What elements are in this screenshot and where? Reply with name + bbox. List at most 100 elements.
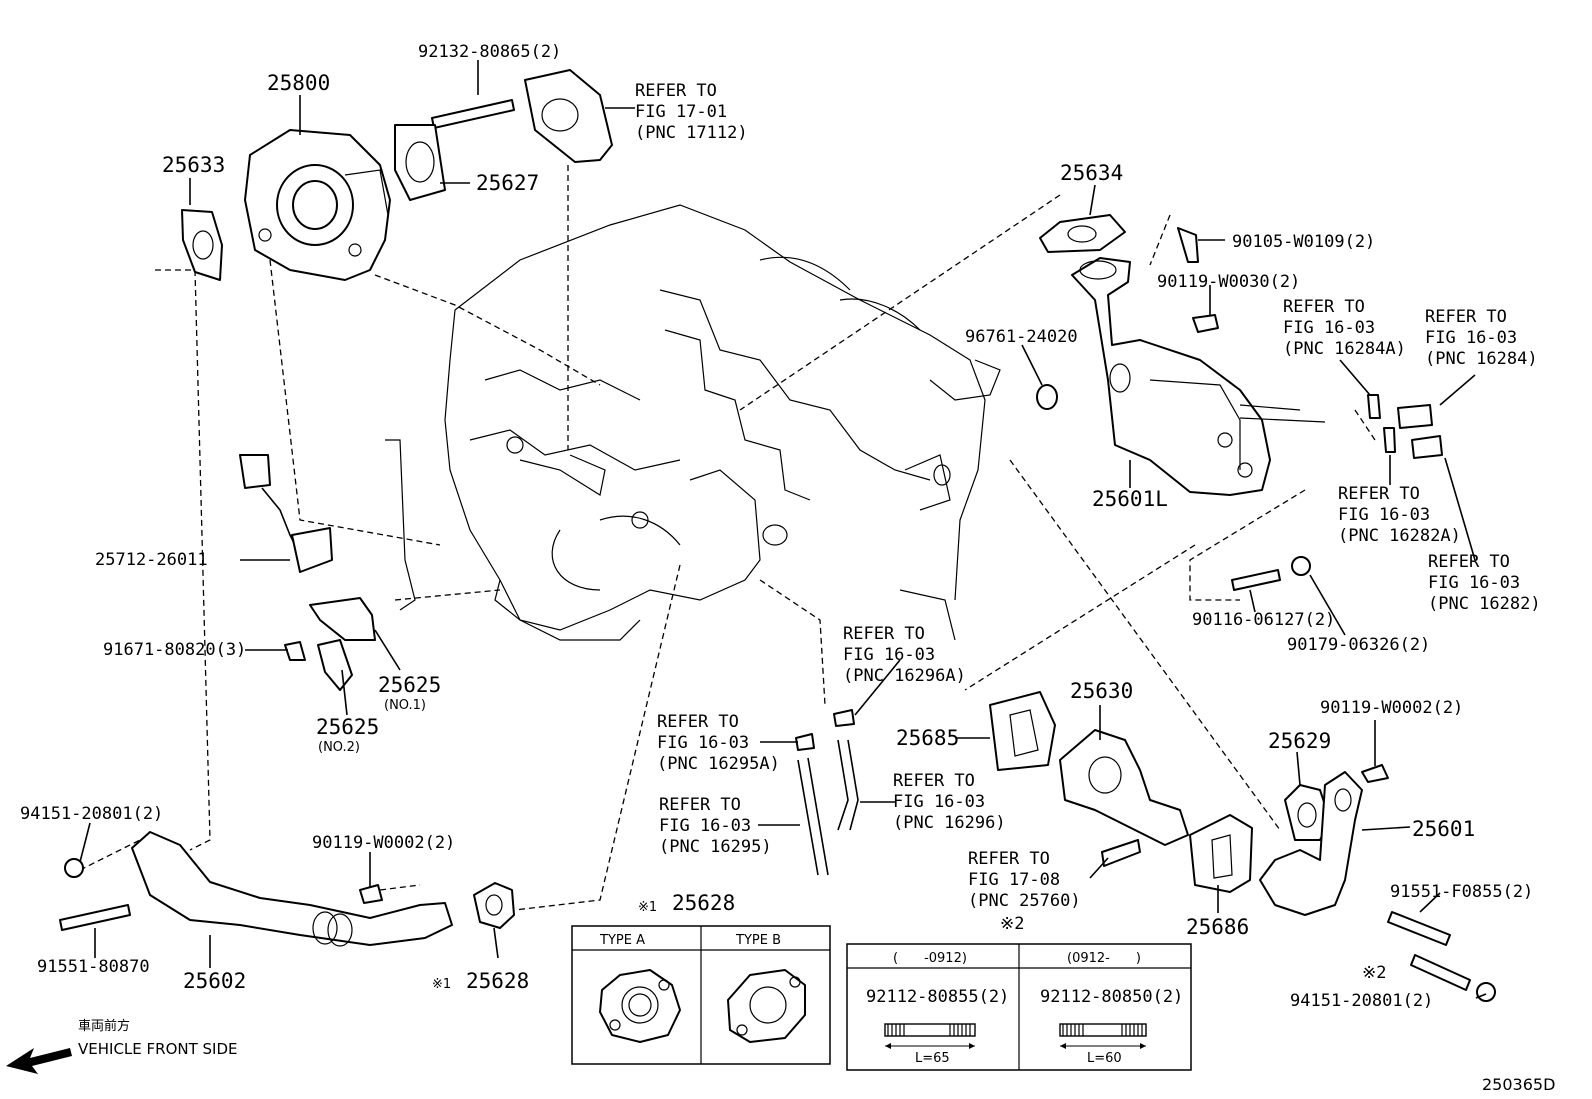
label-refer-16296a-1: REFER TO xyxy=(843,624,925,644)
part-25685-gasket[interactable] xyxy=(989,691,1056,771)
label-90119-w0030: 90119-W0030(2) xyxy=(1157,272,1300,292)
part-25625-no1-bracket[interactable] xyxy=(309,597,376,641)
part-90105-bolt[interactable] xyxy=(1177,227,1199,263)
part-25800-throttle-body[interactable] xyxy=(244,129,391,281)
stud-col1-drawing xyxy=(884,1023,976,1049)
part-91551-f0855-bolt[interactable] xyxy=(1387,911,1451,946)
part-25601-egr-pipe[interactable] xyxy=(1259,771,1363,916)
leader-lines xyxy=(79,60,1487,999)
label-refer-16282a-2: FIG 16-03 xyxy=(1338,505,1430,525)
diagram-code: 250365D xyxy=(1482,1075,1555,1094)
label-25628: 25628 xyxy=(466,969,529,993)
label-refer-16284a-3: (PNC 16284A) xyxy=(1283,339,1406,359)
part-94151-nut-left[interactable] xyxy=(64,858,84,878)
label-25634: 25634 xyxy=(1060,161,1123,185)
part-25634-gasket[interactable] xyxy=(1039,214,1126,253)
label-25625-no1: 25625 xyxy=(378,673,441,697)
part-90116-stud[interactable] xyxy=(1231,569,1281,591)
label-25633: 25633 xyxy=(162,153,225,177)
part-92112-stud[interactable] xyxy=(1410,954,1471,991)
label-refer-16284a-2: FIG 16-03 xyxy=(1283,318,1375,338)
type-table-part: 25628 xyxy=(672,891,735,915)
label-91551-80870: 91551-80870 xyxy=(37,957,150,977)
stud-col2-part: 92112-80850(2) xyxy=(1040,987,1183,1007)
vehicle-front-direction: 車両前方 VEHICLE FRONT SIDE xyxy=(6,1018,238,1074)
label-refer-16282a-3: (PNC 16282A) xyxy=(1338,526,1461,546)
label-refer-16284a-1: REFER TO xyxy=(1283,297,1365,317)
label-25601l: 25601L xyxy=(1092,487,1168,511)
label-25625-no2: 25625 xyxy=(316,715,379,739)
label-note2-bolt: ※2 xyxy=(1362,963,1386,983)
label-refer-16295-3: (PNC 16295) xyxy=(659,837,772,857)
direction-en: VEHICLE FRONT SIDE xyxy=(78,1040,238,1058)
label-refer-16296a-3: (PNC 16296A) xyxy=(843,666,966,686)
label-90119-w0002-left: 90119-W0002(2) xyxy=(312,833,455,853)
part-91551-80870-bolt[interactable] xyxy=(59,904,131,931)
part-90119-w0002-bolt-left[interactable] xyxy=(359,884,383,904)
part-25625-no2-bracket[interactable] xyxy=(317,639,353,691)
stud-col1-length: L=65 xyxy=(915,1051,950,1066)
part-90119-w0030-bolt[interactable] xyxy=(1192,314,1219,333)
label-refer-16282-3: (PNC 16282) xyxy=(1428,594,1541,614)
label-refer-16295a-1: REFER TO xyxy=(657,712,739,732)
type-a-gasket-drawing xyxy=(599,969,681,1043)
part-92132-stud[interactable] xyxy=(431,99,515,129)
label-90119-w0002-right: 90119-W0002(2) xyxy=(1320,698,1463,718)
pipe-refer-25760 xyxy=(1101,839,1141,867)
label-refer-17112-3: (PNC 17112) xyxy=(635,123,748,143)
label-94151-right: 94151-20801(2) xyxy=(1290,991,1433,1011)
label-92132: 92132-80865(2) xyxy=(418,42,561,62)
type-b-header: TYPE B xyxy=(735,933,781,948)
label-25685: 25685 xyxy=(896,726,959,750)
hose-refer-16296 xyxy=(833,709,859,831)
part-90119-w0002-bolt-right[interactable] xyxy=(1361,764,1389,783)
label-25800: 25800 xyxy=(267,71,330,95)
type-a-header: TYPE A xyxy=(599,933,645,948)
type-table-mark: ※1 xyxy=(638,900,657,915)
label-refer-25760-1: REFER TO xyxy=(968,849,1050,869)
label-25712: 25712-26011 xyxy=(95,550,208,570)
label-refer-16282-2: FIG 16-03 xyxy=(1428,573,1520,593)
label-refer-17112-1: REFER TO xyxy=(635,81,717,101)
label-25625-no1-sub: (NO.1) xyxy=(384,698,426,713)
label-25630: 25630 xyxy=(1070,679,1133,703)
part-labels: 25800 92132-80865(2) REFER TO FIG 17-01 … xyxy=(20,42,1541,1011)
part-25630-egr-valve[interactable] xyxy=(1059,729,1189,846)
label-25625-no2-sub: (NO.2) xyxy=(318,740,360,755)
part-25601L-egr-cooler[interactable] xyxy=(1071,257,1326,496)
label-refer-25760-3: (PNC 25760) xyxy=(968,891,1081,911)
label-90179: 90179-06326(2) xyxy=(1287,635,1430,655)
intake-flange-refer-17112 xyxy=(524,69,613,163)
part-25602-egr-pipe[interactable] xyxy=(131,831,453,947)
label-refer-16296-1: REFER TO xyxy=(893,771,975,791)
part-91671-bolt[interactable] xyxy=(284,641,306,661)
label-refer-16282-1: REFER TO xyxy=(1428,552,1510,572)
part-90179-nut[interactable] xyxy=(1291,556,1311,576)
label-25602: 25602 xyxy=(183,969,246,993)
label-refer-16284-1: REFER TO xyxy=(1425,307,1507,327)
label-91671: 91671-80820(3) xyxy=(103,640,246,660)
label-90105: 90105-W0109(2) xyxy=(1232,232,1375,252)
part-96761-o-ring[interactable] xyxy=(1036,384,1058,410)
stud-col2-drawing xyxy=(1059,1023,1147,1049)
label-refer-17112-2: FIG 17-01 xyxy=(635,102,727,122)
part-25628-gasket[interactable] xyxy=(473,882,515,929)
label-90116: 90116-06127(2) xyxy=(1192,610,1335,630)
part-25633-gasket[interactable] xyxy=(181,209,223,281)
label-refer-16296-2: FIG 16-03 xyxy=(893,792,985,812)
part-25686-gasket[interactable] xyxy=(1189,814,1253,893)
type-b-gasket-drawing xyxy=(727,969,806,1043)
hose-refer-16295 xyxy=(795,733,829,876)
stud-col1-part: 92112-80855(2) xyxy=(866,987,1009,1007)
label-refer-25760-2: FIG 17-08 xyxy=(968,870,1060,890)
stud-col1-range: ( -0912) xyxy=(893,951,967,966)
part-25712-sensor[interactable] xyxy=(239,454,333,573)
label-refer-16295a-3: (PNC 16295A) xyxy=(657,754,780,774)
part-94151-nut-right[interactable] xyxy=(1476,982,1496,1002)
stud-col2-range: (0912- ) xyxy=(1067,951,1141,966)
stud-col2-length: L=60 xyxy=(1087,1051,1122,1066)
label-refer-16296-3: (PNC 16296) xyxy=(893,813,1006,833)
label-refer-16295a-2: FIG 16-03 xyxy=(657,733,749,753)
part-25627-gasket[interactable] xyxy=(394,124,446,201)
stud-table-mark: ※2 xyxy=(1000,914,1024,934)
